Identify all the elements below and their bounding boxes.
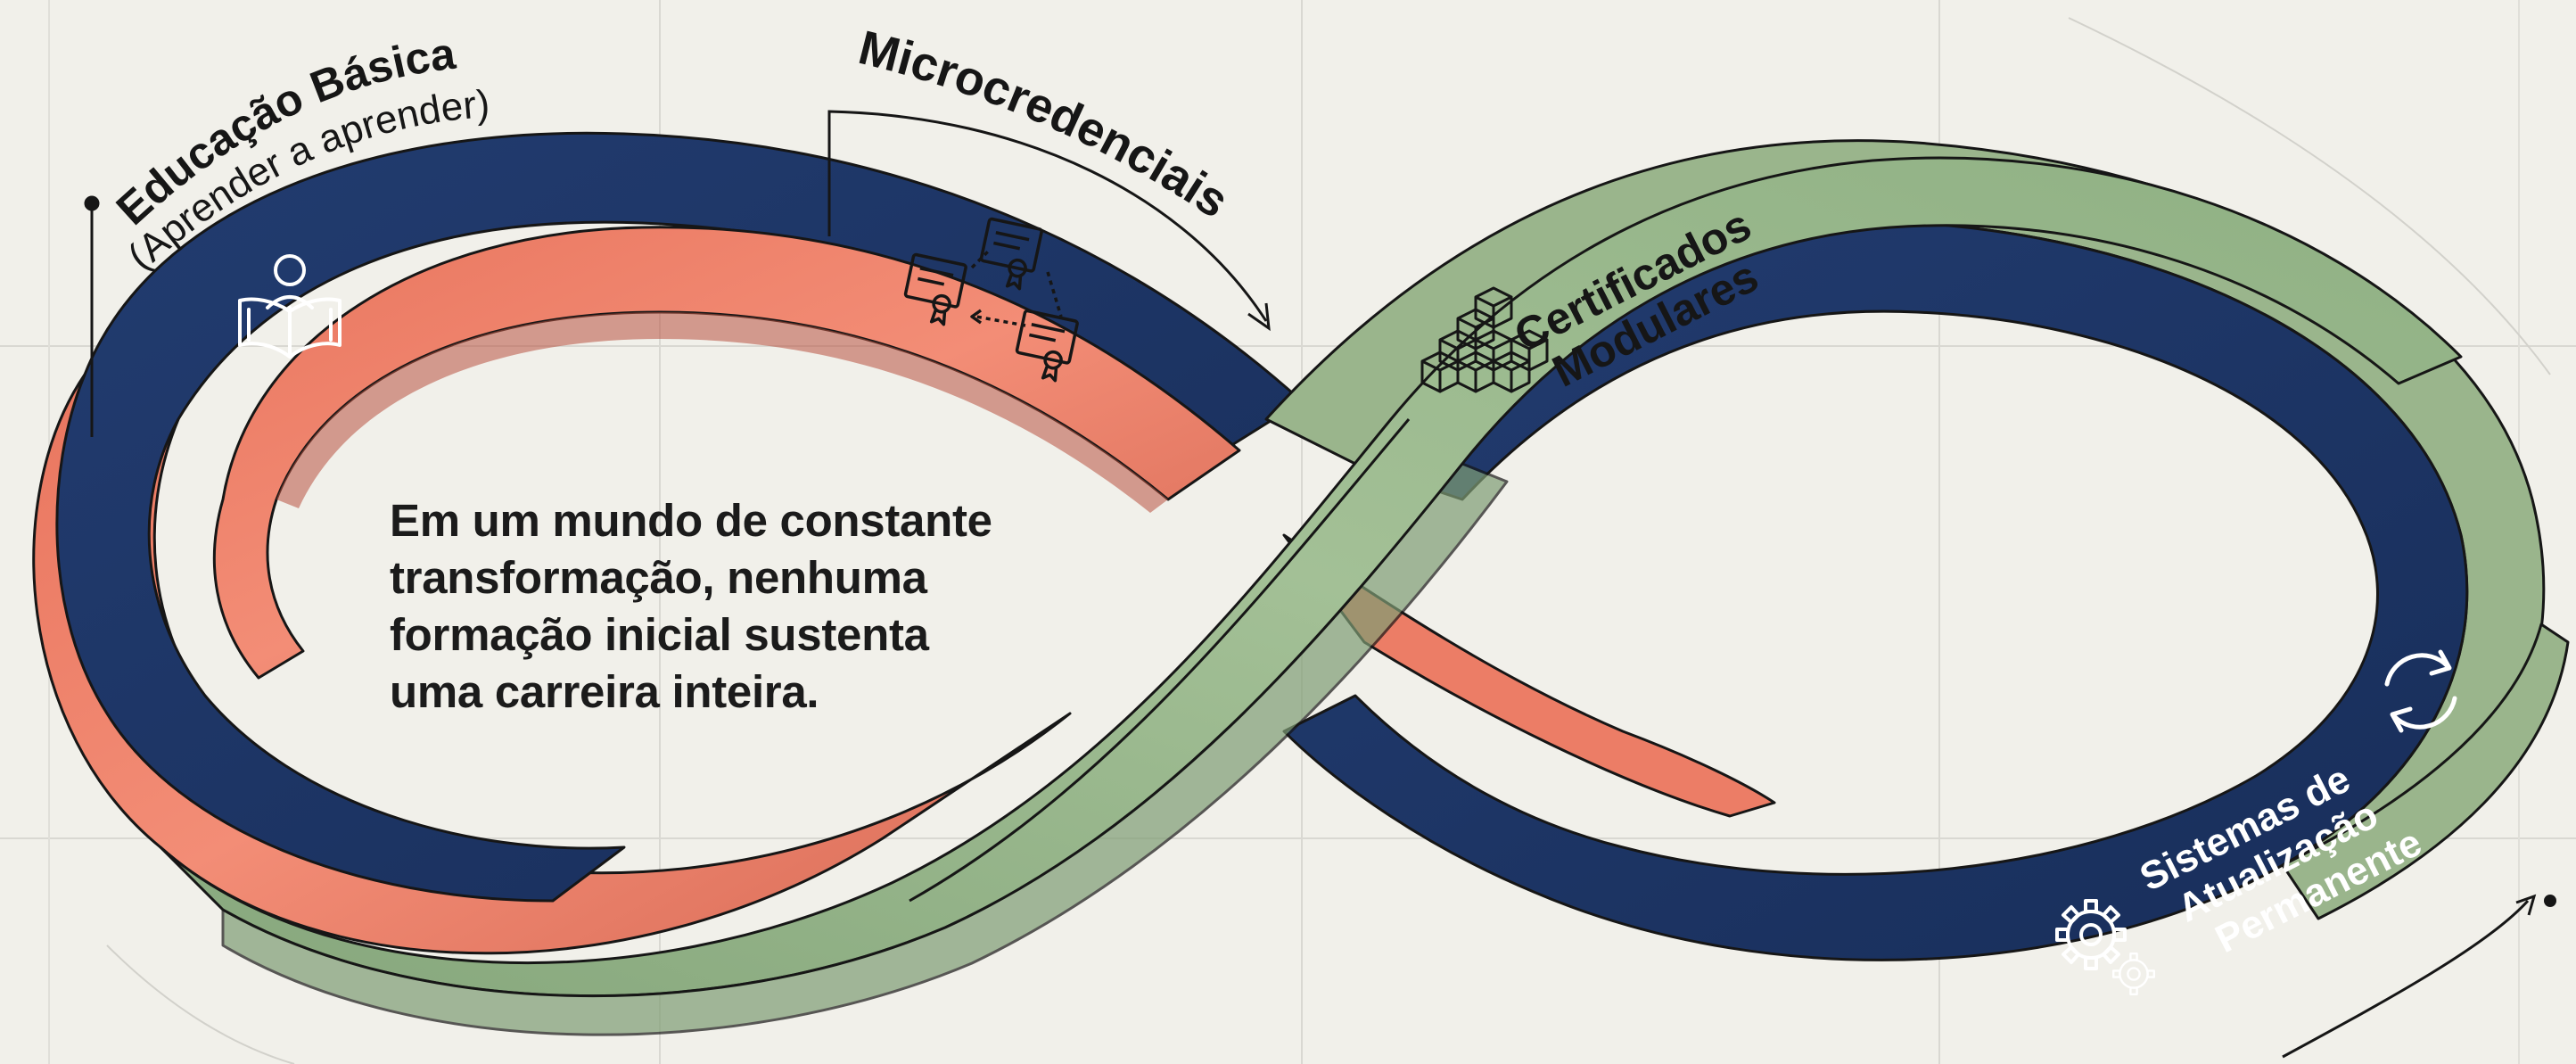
open-book-reader-icon (238, 254, 342, 359)
statement-line: Em um mundo de constante (390, 495, 992, 546)
gears-icon (2055, 899, 2156, 996)
statement-line: formação inicial sustenta (390, 609, 929, 660)
microcredenciais-arrow (827, 110, 1271, 332)
navy-band-upper (55, 131, 1304, 903)
coral-band-crossing (1282, 533, 1776, 818)
linked-certificates-icon (903, 217, 1079, 383)
refresh-cycle-icon (2384, 649, 2457, 733)
start-marker (84, 195, 100, 437)
statement-line: uma carreira inteira. (390, 666, 819, 717)
end-marker (2282, 894, 2556, 1059)
central-statement: Em um mundo de constante transformação, … (390, 492, 1067, 721)
navy-band-right (1282, 219, 2469, 961)
statement-line: transformação, nenhuma (390, 552, 927, 603)
stacked-blocks-icon (1420, 286, 1549, 393)
left-loop (32, 131, 1304, 955)
sage-twist-band (159, 156, 2570, 1036)
